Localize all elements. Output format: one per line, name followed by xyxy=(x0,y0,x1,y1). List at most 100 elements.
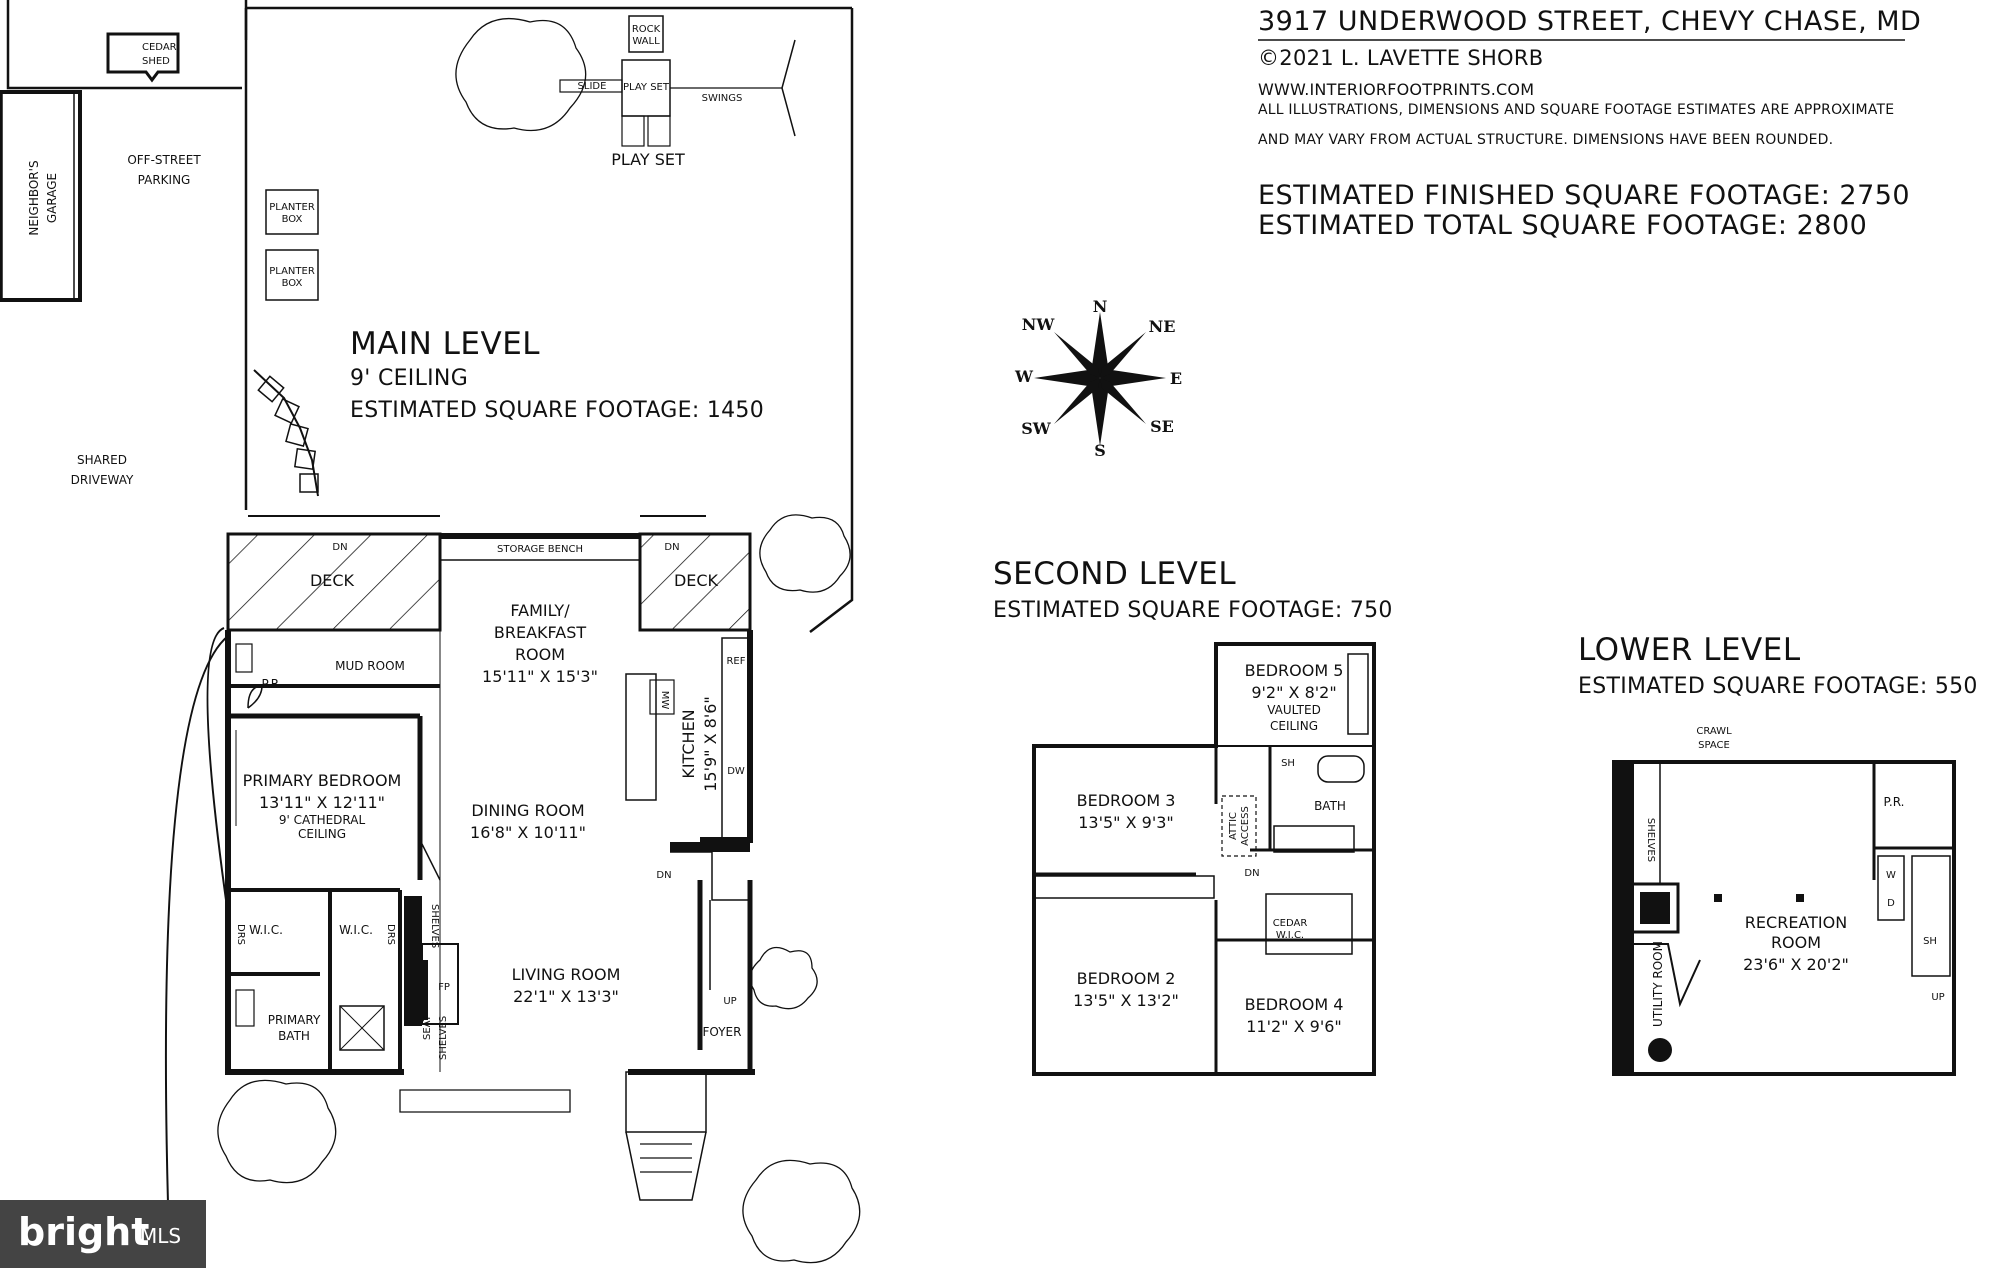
compass-nw: NW xyxy=(1022,315,1056,334)
dishwasher-label: DW xyxy=(727,766,745,777)
bedroom-5-note-2: CEILING xyxy=(1270,719,1318,733)
total-square-footage: ESTIMATED TOTAL SQUARE FOOTAGE: 2800 xyxy=(1258,210,1868,241)
second-level-plan xyxy=(1032,642,1376,1076)
neighbor-garage-label-1: NEIGHBOR'S xyxy=(27,160,41,235)
bedroom-5-dimensions: 9'2" X 8'2" xyxy=(1251,683,1336,702)
crawl-space-label-1: CRAWL xyxy=(1696,726,1732,737)
play-set-label: PLAY SET xyxy=(611,150,685,169)
disclaimer-line-1: ALL ILLUSTRATIONS, DIMENSIONS AND SQUARE… xyxy=(1258,102,1895,118)
wic-left-label: W.I.C. xyxy=(249,923,283,937)
property-address: 3917 UNDERWOOD STREET, CHEVY CHASE, MD xyxy=(1258,6,1922,37)
second-bath-label: BATH xyxy=(1314,799,1346,813)
bedroom-4-label: BEDROOM 4 xyxy=(1245,995,1344,1014)
finished-square-footage: ESTIMATED FINISHED SQUARE FOOTAGE: 2750 xyxy=(1258,180,1911,211)
washer-label: W xyxy=(1886,870,1896,881)
planter-2-label-1: PLANTER xyxy=(269,266,315,277)
dining-room-label: DINING ROOM xyxy=(471,801,584,820)
primary-bath-label-1: PRIMARY xyxy=(268,1013,321,1027)
bedroom-3-label: BEDROOM 3 xyxy=(1077,791,1176,810)
brand-mls: MLS xyxy=(140,1224,182,1248)
bright-mls-logo: bright MLS xyxy=(0,1200,206,1268)
seat-label: SEAT xyxy=(422,1014,433,1040)
bedroom-5-label: BEDROOM 5 xyxy=(1245,661,1344,680)
living-room-label: LIVING ROOM xyxy=(512,965,621,984)
shelves-upper-label: SHELVES xyxy=(429,904,440,948)
website: WWW.INTERIORFOOTPRINTS.COM xyxy=(1258,80,1535,99)
primary-bath-label-2: BATH xyxy=(278,1029,310,1043)
parking-label-2: PARKING xyxy=(138,173,191,187)
cedar-wic-label-2: W.I.C. xyxy=(1276,930,1304,941)
lower-powder-room-label: P.R. xyxy=(1884,795,1905,809)
living-room-dimensions: 22'1" X 13'3" xyxy=(513,987,619,1006)
lower-level-title: LOWER LEVEL xyxy=(1578,632,1801,668)
compass-s: S xyxy=(1094,441,1106,460)
main-level-sqft: ESTIMATED SQUARE FOOTAGE: 1450 xyxy=(350,398,765,423)
compass-w: W xyxy=(1014,367,1034,386)
copyright: ©2021 L. LAVETTE SHORB xyxy=(1258,46,1544,70)
recreation-room-label-1: RECREATION xyxy=(1745,913,1847,932)
main-level-labels: CEDAR SHED NEIGHBOR'S GARAGE OFF-STREET … xyxy=(27,24,746,1060)
second-shower-label: SH xyxy=(1281,758,1295,769)
drs-left-label: DRS xyxy=(235,924,246,945)
primary-bedroom-ceiling-2: CEILING xyxy=(298,827,346,841)
family-room-label-1: FAMILY/ xyxy=(510,601,570,620)
deck-left-dn: DN xyxy=(332,542,347,553)
storage-bench-label: STORAGE BENCH xyxy=(497,544,583,555)
compass-sw: SW xyxy=(1021,419,1052,438)
recreation-room-dimensions: 23'6" X 20'2" xyxy=(1743,955,1849,974)
fireplace-label: FP xyxy=(438,982,450,993)
stair-up-label: UP xyxy=(723,996,736,1007)
bedroom-2-label: BEDROOM 2 xyxy=(1077,969,1176,988)
bedroom-3-dimensions: 13'5" X 9'3" xyxy=(1078,813,1174,832)
attic-access-label-2: ACCESS xyxy=(1240,806,1251,846)
bedroom-4-dimensions: 11'2" X 9'6" xyxy=(1246,1017,1342,1036)
cedar-wic-label-1: CEDAR xyxy=(1273,918,1308,929)
family-room-label-3: ROOM xyxy=(515,645,565,664)
driveway-label-2: DRIVEWAY xyxy=(71,473,134,487)
compass-n: N xyxy=(1093,297,1108,316)
planter-2-label-2: BOX xyxy=(282,278,303,289)
kitchen-label: KITCHEN xyxy=(679,709,698,778)
lower-level-sqft: ESTIMATED SQUARE FOOTAGE: 550 xyxy=(1578,674,1978,699)
mud-room-label: MUD ROOM xyxy=(335,659,405,673)
deck-right-label: DECK xyxy=(674,571,719,590)
bedroom-2-dimensions: 13'5" X 13'2" xyxy=(1073,991,1179,1010)
rock-wall-label-2: WALL xyxy=(632,36,660,47)
primary-bedroom-label: PRIMARY BEDROOM xyxy=(243,771,402,790)
second-level-title: SECOND LEVEL xyxy=(993,556,1237,592)
site-plan xyxy=(0,0,861,1268)
attic-access-label-1: ATTIC xyxy=(1228,812,1239,840)
main-level-plan xyxy=(225,515,755,1201)
planter-1-label-1: PLANTER xyxy=(269,202,315,213)
second-dn-label: DN xyxy=(1244,868,1259,879)
family-room-label-2: BREAKFAST xyxy=(494,623,586,642)
refrigerator-label: REF xyxy=(726,656,745,667)
kitchen-dimensions: 15'9" X 8'6" xyxy=(701,696,720,792)
lower-up-label: UP xyxy=(1931,992,1944,1003)
parking-label-1: OFF-STREET xyxy=(127,153,201,167)
swings-label: SWINGS xyxy=(702,93,743,104)
wic-right-label: W.I.C. xyxy=(339,923,373,937)
stair-dn-label: DN xyxy=(656,870,671,881)
shelves-lower-label: SHELVES xyxy=(438,1016,449,1060)
planter-1-label-2: BOX xyxy=(282,214,303,225)
family-room-dimensions: 15'11" X 15'3" xyxy=(482,667,598,686)
dryer-label: D xyxy=(1887,898,1895,909)
bedroom-5-note-1: VAULTED xyxy=(1267,703,1321,717)
compass-rose: N NE E SE S SW W NW xyxy=(1014,297,1182,460)
lower-level-plan xyxy=(1612,760,1956,1076)
lower-level-labels: CRAWL SPACE SHELVES P.R. W D SH RECREATI… xyxy=(1645,726,1945,1027)
lower-shelves-label: SHELVES xyxy=(1645,818,1656,862)
deck-right-dn: DN xyxy=(664,542,679,553)
compass-e: E xyxy=(1170,369,1182,388)
powder-room-label: P.R. xyxy=(262,677,283,691)
primary-bedroom-ceiling-1: 9' CATHEDRAL xyxy=(279,813,366,827)
main-level-title: MAIN LEVEL xyxy=(350,326,541,362)
cedar-shed-label-1: CEDAR xyxy=(142,42,177,53)
primary-bedroom-dimensions: 13'11" X 12'11" xyxy=(259,793,385,812)
utility-room-label: UTILITY ROOM xyxy=(1651,941,1665,1027)
brand-name: bright xyxy=(18,1210,150,1254)
rock-wall-label-1: ROCK xyxy=(632,24,661,35)
second-level-labels: BEDROOM 5 9'2" X 8'2" VAULTED CEILING BE… xyxy=(1073,661,1346,1036)
